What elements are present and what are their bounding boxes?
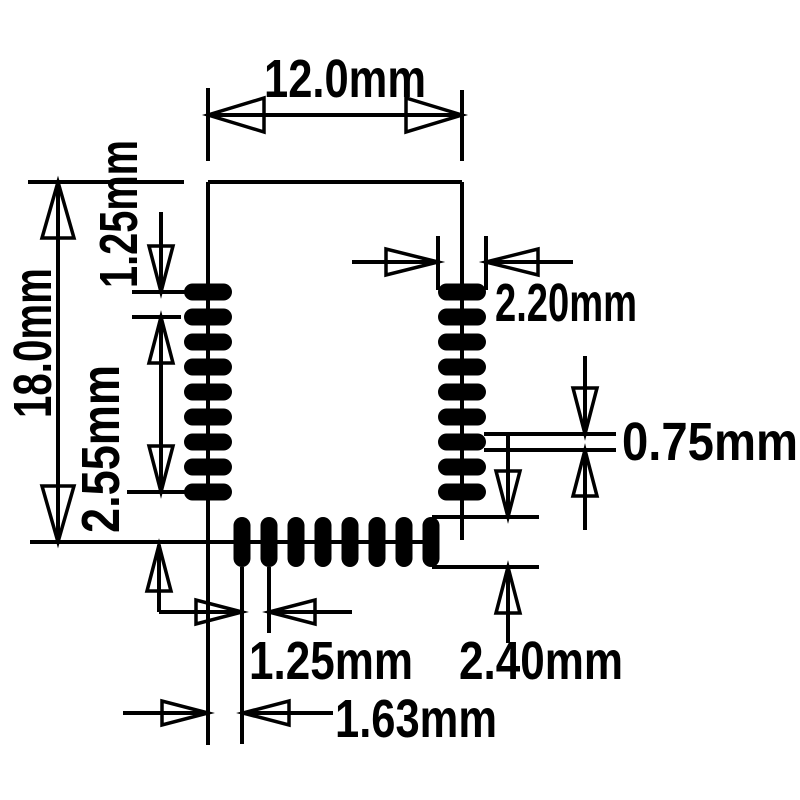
pad [438, 308, 486, 326]
pad [184, 283, 232, 301]
label-module-width: 12.0mm [264, 49, 426, 109]
pads-right-column [438, 283, 486, 501]
pad [438, 358, 486, 376]
pad [438, 483, 486, 501]
pad [438, 283, 486, 301]
dimension-labels: 12.0mm 18.0mm 1.25mm 2.55mm 2.20mm 0.75m… [3, 49, 798, 749]
label-side-pad-width: 2.20mm [495, 273, 637, 333]
pad [395, 517, 413, 567]
pad [314, 517, 332, 567]
label-bottom-pad-corner-offset: 1.63mm [335, 689, 497, 749]
label-side-pad-height: 0.75mm [622, 412, 798, 472]
pad [438, 408, 486, 426]
pad [438, 333, 486, 351]
pad [184, 308, 232, 326]
pad [260, 517, 278, 567]
label-side-pad-pitch: 1.25mm [89, 140, 149, 288]
pad [287, 517, 305, 567]
pad [184, 358, 232, 376]
pad [184, 458, 232, 476]
pad [438, 458, 486, 476]
label-bottom-pad-height: 2.40mm [459, 631, 623, 691]
pad [233, 517, 251, 567]
pad [184, 433, 232, 451]
pads-bottom-row [233, 517, 440, 567]
pad [422, 517, 440, 567]
label-module-height: 18.0mm [3, 268, 63, 418]
label-side-pad-bottom-offset: 2.55mm [71, 365, 131, 533]
pad [368, 517, 386, 567]
pad [438, 433, 486, 451]
pad [184, 408, 232, 426]
pads-left-column [184, 283, 232, 501]
label-bottom-pad-pitch: 1.25mm [249, 631, 413, 691]
pad [184, 483, 232, 501]
pad [184, 333, 232, 351]
pad [184, 383, 232, 401]
dimension-lines [28, 88, 616, 745]
pad [438, 383, 486, 401]
pad [341, 517, 359, 567]
